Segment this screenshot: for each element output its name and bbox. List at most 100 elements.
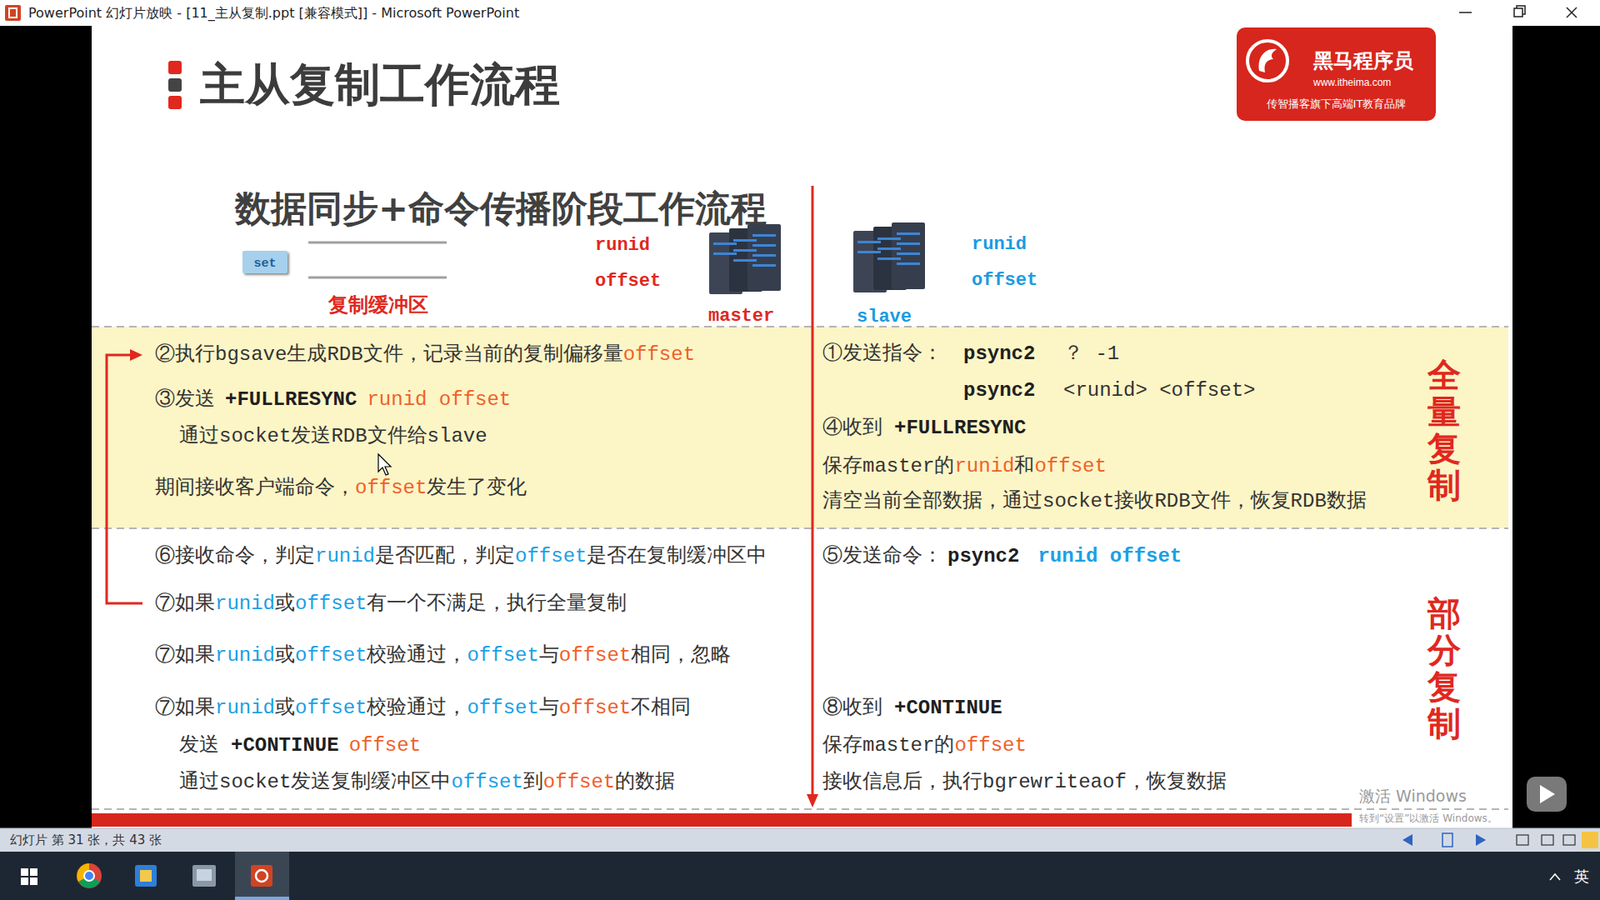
master-value: offset xyxy=(559,695,631,721)
command-argument: runid offset xyxy=(1037,544,1182,570)
step-text: ？ -1 xyxy=(1063,341,1120,367)
section-divider xyxy=(91,808,1509,810)
slide-ground xyxy=(91,25,1513,829)
master-value: offset xyxy=(543,770,615,795)
logo-slogan: 传智播客旗下高端IT教育品牌 xyxy=(1266,97,1407,111)
slave-value: offset xyxy=(295,695,367,721)
step-text: 保存master的 xyxy=(822,454,955,480)
text-line: 保存master的offset xyxy=(822,733,1027,759)
text-slot: www.itheima.com xyxy=(1313,73,1391,90)
step-text: 与 xyxy=(539,695,560,721)
master-value: offset xyxy=(355,475,427,501)
status-bar xyxy=(1516,835,1529,845)
status-bar xyxy=(1442,833,1453,847)
taskbar xyxy=(255,870,268,882)
phase-label: 全量复制 xyxy=(1427,356,1461,504)
text-line: ⑤发送命令：psync2runid offset xyxy=(822,544,1182,570)
logo-box: 黑马程序员www.itheima.com 传智播客旗下高端IT教育品牌 xyxy=(1236,27,1436,121)
logo-horse xyxy=(1258,49,1277,73)
step-text: 或 xyxy=(275,591,295,617)
text-line: ①发送指令： xyxy=(822,341,943,367)
section-divider xyxy=(91,325,1509,328)
slide-footer-bar xyxy=(91,813,1352,827)
step-text: 清空当前全部数据，通过socket接收RDB文件，恢复RDB数据 xyxy=(822,489,1367,515)
title-line: 主从复制工作流程 xyxy=(200,56,560,114)
status-bar xyxy=(1402,834,1413,846)
step-text: 通过socket发送RDB文件给slave xyxy=(179,424,488,450)
step-text: 保存master的 xyxy=(822,733,955,759)
slave-value: runid xyxy=(215,591,275,617)
buffer-lines xyxy=(308,242,447,278)
master-field: master xyxy=(708,305,775,329)
step-text: <runid> <offset> xyxy=(1063,378,1255,404)
text-line: 接收信息后，执行bgrewriteaof，恢复数据 xyxy=(822,770,1227,795)
slave-value: runid xyxy=(315,544,375,570)
status-bar xyxy=(1475,834,1486,846)
command-keyword: +FULLRESYNC xyxy=(894,415,1026,441)
window-title-bar xyxy=(1566,7,1577,18)
title-bullet xyxy=(168,95,182,110)
text-line: offset xyxy=(595,270,661,294)
step-text: 接收信息后，执行bgrewriteaof，恢复数据 xyxy=(822,770,1227,795)
slave-server-icon xyxy=(853,222,925,293)
command-box: set xyxy=(242,250,288,274)
text-line: 通过socket发送复制缓冲区中offset到offset的数据 xyxy=(179,770,675,795)
slave-value: runid xyxy=(215,695,275,721)
slide-title: 主从复制工作流程 xyxy=(200,56,560,114)
logo-name: 黑马程序员 xyxy=(1313,48,1414,74)
taskbar xyxy=(235,851,290,900)
text-line: 英 xyxy=(1574,867,1590,887)
slave-field: slave xyxy=(856,305,912,330)
time-arrow xyxy=(811,185,815,796)
text-line: master xyxy=(708,305,775,329)
step-text: 通过socket发送复制缓冲区中 xyxy=(179,770,451,795)
text-line: 激活 Windows xyxy=(1359,786,1467,807)
taskbar xyxy=(1550,874,1560,880)
window-title-bar xyxy=(9,8,17,18)
buffer-lines xyxy=(308,241,447,245)
mouse-cursor xyxy=(378,454,391,475)
window-title-bar xyxy=(1514,8,1523,17)
slave-field: runid xyxy=(971,233,1027,257)
text-line: ⑧收到+CONTINUE xyxy=(822,695,1003,721)
master-server-icon xyxy=(709,224,781,295)
window-title-bar xyxy=(5,5,21,21)
time-arrow xyxy=(806,185,819,808)
master-value: offset xyxy=(954,733,1026,759)
taskbar xyxy=(135,865,157,887)
slave-value: runid xyxy=(215,643,275,669)
text-line: <runid> <offset> xyxy=(1063,378,1255,404)
text-line: ⑦如果runid或offset校验通过，offset与offset相同，忽略 xyxy=(155,643,731,669)
step-text: 有一个不满足，执行全量复制 xyxy=(366,591,627,617)
title-bullet xyxy=(168,60,182,75)
watermark: 转到“设置”以激活 Windows。 xyxy=(1359,812,1498,825)
step-text: 校验通过， xyxy=(366,695,467,721)
step-text: 期间接收客户端命令， xyxy=(155,475,355,501)
text-line: psync2 xyxy=(963,341,1035,367)
status-bar xyxy=(1563,835,1575,845)
logo-ring xyxy=(1247,40,1288,81)
window-title-bar xyxy=(1459,11,1472,14)
text-line: runid xyxy=(971,233,1027,257)
slave-value: offset xyxy=(466,695,539,721)
taskbar xyxy=(250,865,273,887)
slave-field: offset xyxy=(971,269,1038,293)
time-arrow xyxy=(806,794,819,808)
text-line: ④收到+FULLRESYNC xyxy=(822,415,1026,441)
taskbar xyxy=(20,868,29,876)
status-bar xyxy=(0,828,1600,830)
step-text: 和 xyxy=(1014,454,1035,480)
master-value: offset xyxy=(623,342,695,368)
step-text: ①发送指令： xyxy=(822,341,943,367)
text-line: ③发送+FULLRESYNCrunid offset xyxy=(155,387,511,413)
step-text: ③发送 xyxy=(155,387,215,413)
taskbar xyxy=(192,865,216,887)
text-line: slave xyxy=(856,305,912,330)
window-title-bar xyxy=(0,0,1600,26)
text-line: 复制缓冲区 xyxy=(328,292,429,318)
title-bullet xyxy=(168,60,182,110)
